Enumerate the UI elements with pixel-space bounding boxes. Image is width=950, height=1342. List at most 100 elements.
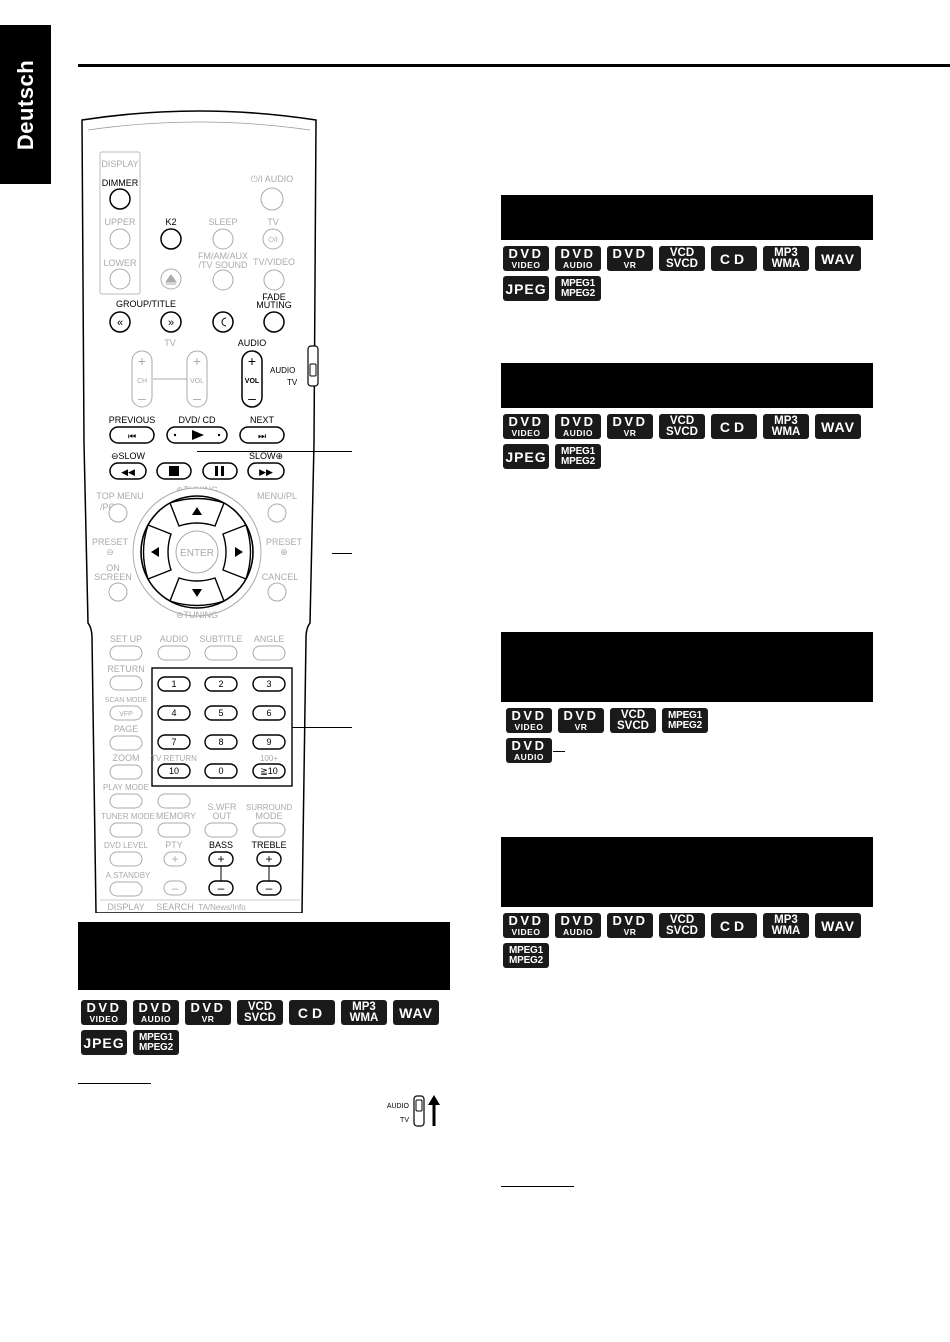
a-standby-button[interactable] — [109, 881, 143, 897]
previous-button[interactable] — [109, 426, 155, 444]
blank-button[interactable] — [157, 793, 191, 809]
svg-text:–: – — [193, 390, 201, 406]
set-up-button[interactable] — [109, 645, 143, 661]
group-next-button[interactable] — [160, 311, 182, 333]
tv-return-label: TV RETURN — [151, 754, 197, 763]
svg-text:–: – — [266, 881, 273, 895]
zoom-button[interactable] — [109, 764, 143, 780]
preset-left-label: PRESET — [92, 537, 129, 547]
arrow-down-icon — [192, 589, 202, 597]
remote-control-illustration: DISPLAY DIMMER UPPER LOWER ⏻/I AUDIO K2 … — [81, 110, 319, 913]
group-prev-button[interactable] — [109, 311, 131, 333]
k2-button[interactable] — [160, 228, 182, 250]
s-wfr-label: S.WFR — [208, 802, 237, 812]
treble-minus-button[interactable] — [256, 880, 282, 896]
dvd-audio-leader — [553, 751, 565, 752]
number-10-button[interactable] — [157, 763, 191, 779]
fast-forward-button[interactable] — [247, 462, 285, 480]
play-mode-button[interactable] — [109, 793, 143, 809]
tv-video-label: TV/VIDEO — [253, 257, 295, 267]
number-8-button[interactable] — [204, 734, 238, 750]
switch-tv-label: TV — [287, 378, 298, 387]
surround-label: SURROUND — [246, 803, 292, 812]
tv-video-button[interactable] — [263, 269, 285, 291]
audio-vol-rocker[interactable] — [241, 350, 263, 408]
jpeg-icon: JPEG — [81, 1030, 127, 1055]
number-4-label: 4 — [171, 708, 176, 718]
memory-button[interactable] — [157, 822, 191, 838]
number-4-button[interactable] — [157, 705, 191, 721]
dimmer-label: DIMMER — [102, 178, 139, 188]
language-tab: Deutsch — [0, 25, 51, 184]
lower-button[interactable] — [109, 268, 131, 290]
memory-label: MEMORY — [156, 811, 196, 821]
power-audio-button[interactable] — [260, 187, 284, 211]
dvd-level-button[interactable] — [109, 851, 143, 867]
pty-plus-button[interactable] — [163, 851, 187, 867]
return-icon — [221, 317, 227, 327]
jpeg-icon: JPEG — [503, 444, 549, 469]
subtitle-button[interactable] — [204, 645, 238, 661]
sleep-button[interactable] — [212, 228, 234, 250]
arrow-right-icon — [235, 547, 243, 557]
wav-icon: WAV — [393, 1000, 439, 1025]
cd-icon: CD — [711, 246, 757, 271]
enter-button[interactable] — [175, 530, 219, 574]
tv-power-button[interactable] — [262, 228, 284, 250]
return-button[interactable] — [109, 675, 143, 691]
sleep-label: SLEEP — [208, 217, 237, 227]
number-2-button[interactable] — [204, 676, 238, 692]
number-9-button[interactable] — [252, 734, 286, 750]
return-arrow-button[interactable] — [212, 311, 234, 333]
upper-button[interactable] — [109, 228, 131, 250]
surround-mode-button[interactable] — [252, 822, 286, 838]
s-wfr-out-button[interactable] — [204, 822, 238, 838]
audio-vol-label: VOL — [245, 378, 260, 385]
tv-vol-label: VOL — [190, 378, 204, 385]
pty-minus-button[interactable] — [163, 880, 187, 896]
skip-back-icon: « — [117, 317, 123, 329]
fade-muting-button[interactable] — [263, 311, 285, 333]
wav-icon: WAV — [815, 246, 861, 271]
cancel-label: CANCEL — [262, 572, 299, 582]
number-ge10-button[interactable] — [252, 763, 286, 779]
next-button[interactable] — [239, 426, 285, 444]
number-0-button[interactable] — [204, 763, 238, 779]
svg-text:+: + — [265, 852, 272, 866]
audio-section-label: AUDIO — [238, 338, 267, 348]
dimmer-button[interactable] — [109, 188, 131, 210]
ch-rocker[interactable] — [131, 350, 153, 408]
vfp-button[interactable] — [109, 705, 143, 721]
number-1-button[interactable] — [157, 676, 191, 692]
rewind-button[interactable] — [109, 462, 147, 480]
audio-button[interactable] — [157, 645, 191, 661]
menu-pl-button[interactable] — [267, 503, 287, 523]
arrow-up-icon — [192, 507, 202, 515]
top-menu-button[interactable] — [108, 503, 128, 523]
bass-minus-button[interactable] — [208, 880, 234, 896]
angle-button[interactable] — [252, 645, 286, 661]
cancel-button[interactable] — [267, 582, 287, 602]
number-8-label: 8 — [218, 737, 223, 747]
svg-text:+: + — [138, 353, 146, 369]
page-button[interactable] — [109, 735, 143, 751]
number-5-button[interactable] — [204, 705, 238, 721]
pause-icon — [215, 466, 218, 476]
fm-am-aux-button[interactable] — [212, 269, 234, 291]
fast-forward-icon: ▶▶ — [259, 467, 273, 477]
on-screen-button[interactable] — [108, 582, 128, 602]
tuner-mode-button[interactable] — [109, 822, 143, 838]
tv-vol-rocker[interactable] — [186, 350, 208, 408]
number-6-button[interactable] — [252, 705, 286, 721]
display-label: DISPLAY — [101, 159, 138, 169]
svg-text:–: – — [138, 390, 146, 406]
pause-button[interactable] — [202, 462, 238, 480]
number-3-button[interactable] — [252, 676, 286, 692]
svg-text:–: – — [172, 881, 179, 895]
number-7-button[interactable] — [157, 734, 191, 750]
next-label: NEXT — [250, 415, 275, 425]
